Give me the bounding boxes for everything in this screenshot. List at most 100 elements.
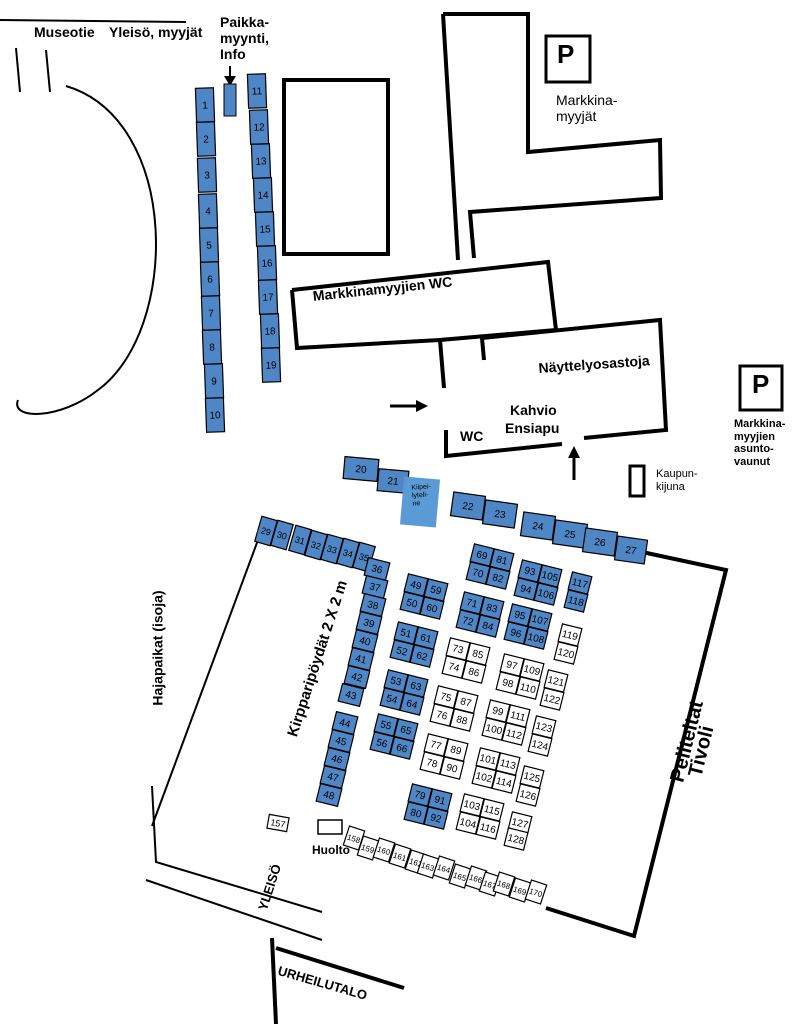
svg-text:90: 90 bbox=[445, 762, 459, 775]
stall-164: 164 bbox=[432, 855, 456, 881]
info-booth bbox=[223, 83, 237, 117]
stall-56: 56 bbox=[369, 731, 395, 755]
yleiso-myyjat-label: Yleisö, myyjät bbox=[109, 24, 203, 40]
svg-text:8: 8 bbox=[209, 342, 215, 353]
stall-165: 165 bbox=[448, 863, 472, 889]
svg-text:7: 7 bbox=[208, 308, 214, 319]
svg-text:106: 106 bbox=[536, 588, 555, 603]
stall-11: 11 bbox=[246, 73, 268, 109]
stall-61: 61 bbox=[413, 626, 439, 650]
stall-161: 161 bbox=[388, 843, 412, 869]
svg-text:10: 10 bbox=[209, 410, 221, 421]
svg-text:118: 118 bbox=[567, 595, 586, 610]
stall-13: 13 bbox=[250, 143, 272, 179]
stall-112: 112 bbox=[501, 722, 527, 746]
svg-text:22: 22 bbox=[462, 501, 475, 514]
stall-110: 110 bbox=[515, 676, 541, 700]
stall-170: 170 bbox=[524, 879, 548, 905]
stall-60: 60 bbox=[419, 596, 445, 620]
svg-text:81: 81 bbox=[495, 554, 509, 567]
stall-64: 64 bbox=[399, 692, 425, 716]
stall-40: 40 bbox=[351, 628, 379, 654]
svg-text:41: 41 bbox=[354, 653, 368, 666]
stall-88: 88 bbox=[449, 708, 475, 732]
svg-text:91: 91 bbox=[433, 794, 447, 807]
paikkamyynti-info-label: Paikka- myynti, Info bbox=[220, 14, 270, 63]
svg-text:163: 163 bbox=[420, 861, 436, 874]
svg-text:110: 110 bbox=[519, 682, 538, 697]
stall-29: 29 bbox=[253, 515, 279, 547]
roads-and-buildings bbox=[0, 12, 784, 1024]
svg-text:70: 70 bbox=[471, 567, 485, 580]
svg-text:2: 2 bbox=[203, 134, 209, 145]
svg-text:161: 161 bbox=[392, 851, 408, 864]
svg-text:166: 166 bbox=[468, 873, 484, 886]
stall-30: 30 bbox=[269, 519, 295, 551]
stall-10: 10 bbox=[204, 397, 226, 433]
museotie-label: Museotie bbox=[34, 24, 95, 40]
stall-21: 21 bbox=[376, 468, 410, 494]
svg-text:24: 24 bbox=[532, 521, 545, 534]
svg-text:64: 64 bbox=[405, 698, 419, 711]
svg-text:72: 72 bbox=[461, 615, 475, 628]
svg-text:69: 69 bbox=[475, 549, 489, 562]
hajapaikat-label: Hajapaikat (isoja) bbox=[149, 590, 166, 706]
markkinamyyjien-asuntovaunut-label: Markkina- myyjien asunto- vaunut bbox=[734, 418, 786, 468]
stall-16: 16 bbox=[256, 245, 278, 281]
stall-159: 159 bbox=[356, 835, 380, 861]
svg-text:100: 100 bbox=[484, 723, 503, 738]
svg-text:44: 44 bbox=[338, 717, 352, 730]
svg-text:33: 33 bbox=[326, 543, 338, 555]
svg-text:60: 60 bbox=[425, 602, 439, 615]
stall-111: 111 bbox=[505, 704, 531, 728]
stall-120: 120 bbox=[553, 641, 579, 665]
svg-text:78: 78 bbox=[425, 757, 439, 770]
stall-70: 70 bbox=[465, 561, 491, 585]
svg-text:5: 5 bbox=[206, 240, 212, 251]
svg-text:117: 117 bbox=[571, 577, 590, 592]
svg-text:59: 59 bbox=[429, 584, 443, 597]
stall-41: 41 bbox=[347, 646, 375, 672]
svg-text:75: 75 bbox=[439, 691, 453, 704]
stall-46: 46 bbox=[323, 746, 351, 772]
huolto-label: Huolto bbox=[312, 843, 350, 857]
svg-text:104: 104 bbox=[458, 817, 477, 832]
stall-52: 52 bbox=[389, 639, 415, 663]
svg-text:87: 87 bbox=[459, 696, 473, 709]
stall-123: 123 bbox=[531, 715, 557, 739]
stall-54: 54 bbox=[379, 687, 405, 711]
stall-27: 27 bbox=[613, 535, 649, 565]
stall-26: 26 bbox=[581, 527, 619, 557]
stall-71: 71 bbox=[459, 591, 485, 615]
stall-115: 115 bbox=[479, 798, 505, 822]
svg-text:48: 48 bbox=[322, 789, 336, 802]
svg-text:50: 50 bbox=[405, 597, 419, 610]
svg-text:9: 9 bbox=[211, 376, 217, 387]
svg-text:16: 16 bbox=[261, 258, 273, 269]
stall-36: 36 bbox=[363, 556, 391, 582]
svg-text:25: 25 bbox=[564, 529, 577, 542]
svg-text:40: 40 bbox=[358, 635, 372, 648]
svg-text:23: 23 bbox=[494, 509, 507, 522]
svg-text:93: 93 bbox=[523, 565, 537, 578]
stall-39: 39 bbox=[355, 610, 383, 636]
svg-text:85: 85 bbox=[471, 648, 485, 661]
svg-text:84: 84 bbox=[481, 620, 495, 633]
svg-text:108: 108 bbox=[526, 632, 545, 647]
parking-sign-right: P bbox=[752, 369, 770, 399]
svg-text:120: 120 bbox=[556, 647, 575, 662]
stall-43: 43 bbox=[337, 682, 365, 708]
svg-text:49: 49 bbox=[409, 579, 423, 592]
svg-text:55: 55 bbox=[379, 719, 393, 732]
svg-text:83: 83 bbox=[485, 602, 499, 615]
stall-18: 18 bbox=[259, 313, 281, 349]
svg-text:20: 20 bbox=[355, 464, 367, 476]
stall-32: 32 bbox=[303, 529, 329, 561]
svg-text:113: 113 bbox=[499, 758, 518, 773]
svg-text:29: 29 bbox=[260, 525, 272, 537]
stall-89: 89 bbox=[443, 738, 469, 762]
svg-text:35: 35 bbox=[358, 551, 370, 563]
svg-text:11: 11 bbox=[252, 86, 263, 97]
stall-76: 76 bbox=[429, 703, 455, 727]
